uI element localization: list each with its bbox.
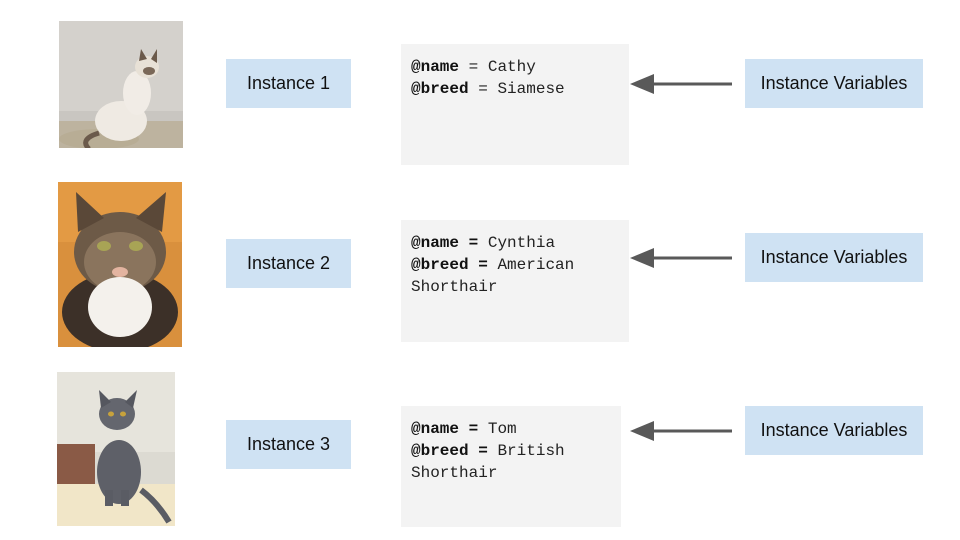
assign-op: = [478,442,488,460]
instance-label: Instance 3 [226,420,351,469]
instance-variables-block: @name = Tom @breed = British Shorthair [401,406,621,527]
breed-line: @breed = Siamese [411,78,619,100]
name-value: Cathy [487,58,536,76]
name-key: @name [411,420,460,438]
name-value: Cynthia [487,234,556,252]
assign-op: = [478,80,488,98]
breed-key: @breed [411,442,469,460]
assign-op: = [468,234,479,252]
instance-variables-block: @name = Cynthia @breed = American Shorth… [401,220,629,342]
breed-value: American [497,256,575,274]
instance-label: Instance 1 [226,59,351,108]
name-key: @name [411,58,460,76]
assign-op: = [478,256,488,274]
name-line: @name = Tom [411,418,611,440]
instance-variables-label: Instance Variables [745,233,923,282]
breed-value-continued: Shorthair [411,278,498,296]
left-arrow-icon [628,419,734,443]
instance-variables-block: @name = Cathy @breed = Siamese [401,44,629,165]
breed-value-continued: Shorthair [411,464,498,482]
instance-variables-label: Instance Variables [745,406,923,455]
siamese-cat-photo [59,21,183,148]
left-arrow-icon [628,246,734,270]
name-value: Tom [487,420,517,438]
grey-cat-photo [57,372,175,526]
name-line: @name = Cathy [411,56,619,78]
breed-key: @breed [411,80,469,98]
name-line: @name = Cynthia [411,232,619,254]
breed-key: @breed [411,256,469,274]
instance-variables-label: Instance Variables [745,59,923,108]
breed-line: @breed = American [411,254,619,276]
breed-value: Siamese [497,80,565,98]
breed-value: British [497,442,565,460]
left-arrow-icon [628,72,734,96]
name-key: @name [411,234,460,252]
tabby-cat-photo [58,182,182,347]
breed-line: @breed = British [411,440,611,462]
assign-op: = [468,58,479,76]
instance-label: Instance 2 [226,239,351,288]
assign-op: = [468,420,479,438]
